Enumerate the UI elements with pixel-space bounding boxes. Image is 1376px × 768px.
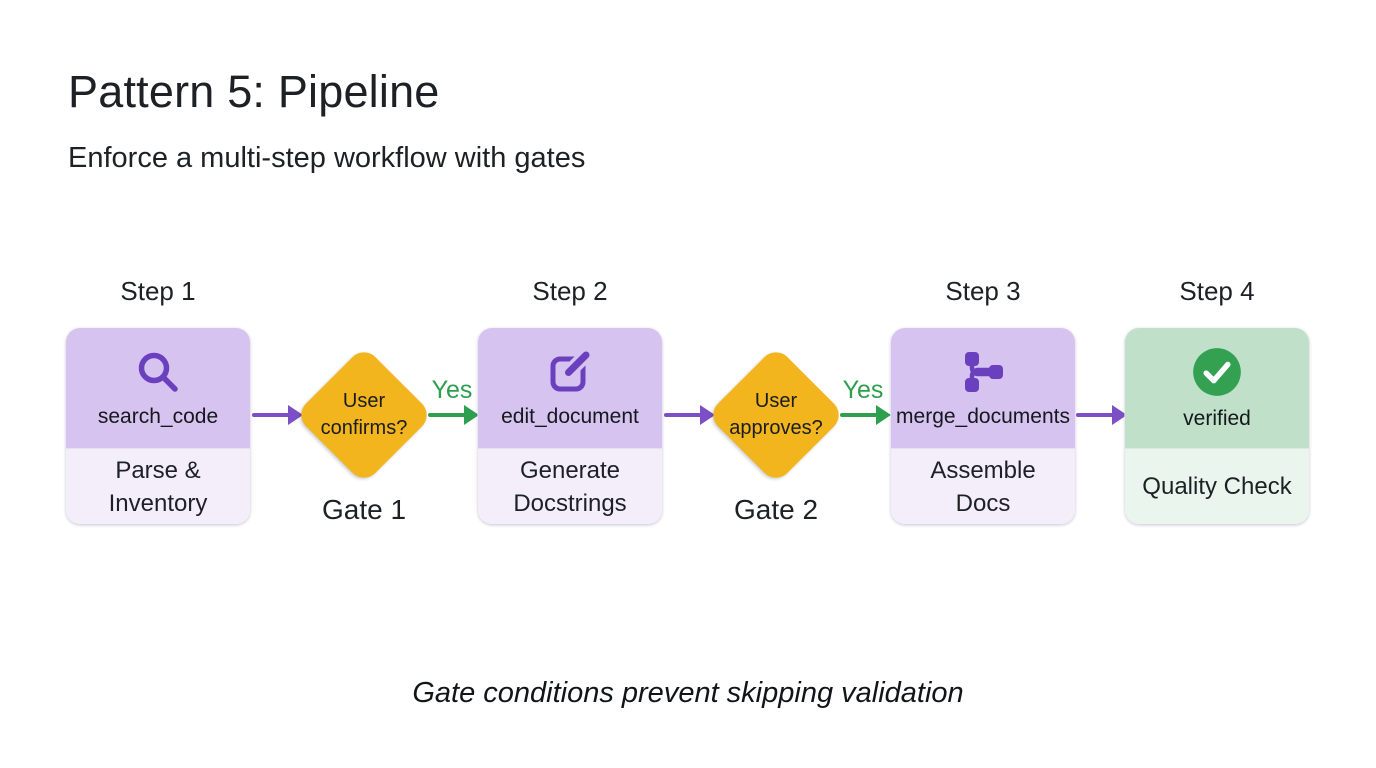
gate-2-diamond: User approves? — [706, 345, 846, 485]
check-icon — [1193, 348, 1241, 396]
gate-2-label: Gate 2 — [733, 494, 819, 525]
step-card-edit-document: edit_document Generate Docstrings — [478, 328, 662, 524]
search-icon — [138, 352, 178, 392]
tool-name: search_code — [97, 405, 219, 428]
step-description: Generate Docstrings — [478, 448, 662, 524]
gate-question: User confirms? — [320, 390, 408, 439]
step-2-label: Step 2 — [532, 276, 608, 306]
arrow — [840, 405, 891, 425]
arrow — [664, 405, 715, 425]
step-card-top: edit_document — [478, 328, 662, 448]
page-title: Pattern 5: Pipeline — [68, 66, 440, 117]
page-subtitle: Enforce a multi-step workflow with gates — [68, 142, 586, 174]
step-card-top: merge_documents — [891, 328, 1075, 448]
step-card-top: verified — [1125, 328, 1309, 448]
gate-1-label: Gate 1 — [321, 494, 407, 525]
merge-icon — [965, 352, 1003, 392]
step-description: Assemble Docs — [891, 448, 1075, 524]
tool-name: edit_document — [501, 405, 639, 428]
yes-label: Yes — [842, 376, 884, 404]
caption: Gate conditions prevent skipping validat… — [412, 677, 964, 709]
step-1-label: Step 1 — [120, 276, 196, 306]
step-description: Parse & Inventory — [66, 448, 250, 524]
arrow — [428, 405, 479, 425]
step-card-verified: verified Quality Check — [1125, 328, 1309, 524]
step-description: Quality Check — [1125, 448, 1309, 524]
arrow — [252, 405, 303, 425]
tool-name: verified — [1183, 407, 1251, 430]
step-card-search-code: search_code Parse & Inventory — [66, 328, 250, 524]
gate-1-diamond: User confirms? — [294, 345, 434, 485]
yes-label: Yes — [431, 376, 473, 404]
step-card-merge-documents: merge_documents Assemble Docs — [891, 328, 1075, 524]
step-3-label: Step 3 — [945, 276, 1021, 306]
step-card-top: search_code — [66, 328, 250, 448]
arrow — [1076, 405, 1127, 425]
tool-name: merge_documents — [896, 405, 1070, 428]
step-4-label: Step 4 — [1179, 276, 1255, 306]
gate-question: User approves? — [729, 390, 823, 439]
edit-icon — [550, 348, 593, 392]
